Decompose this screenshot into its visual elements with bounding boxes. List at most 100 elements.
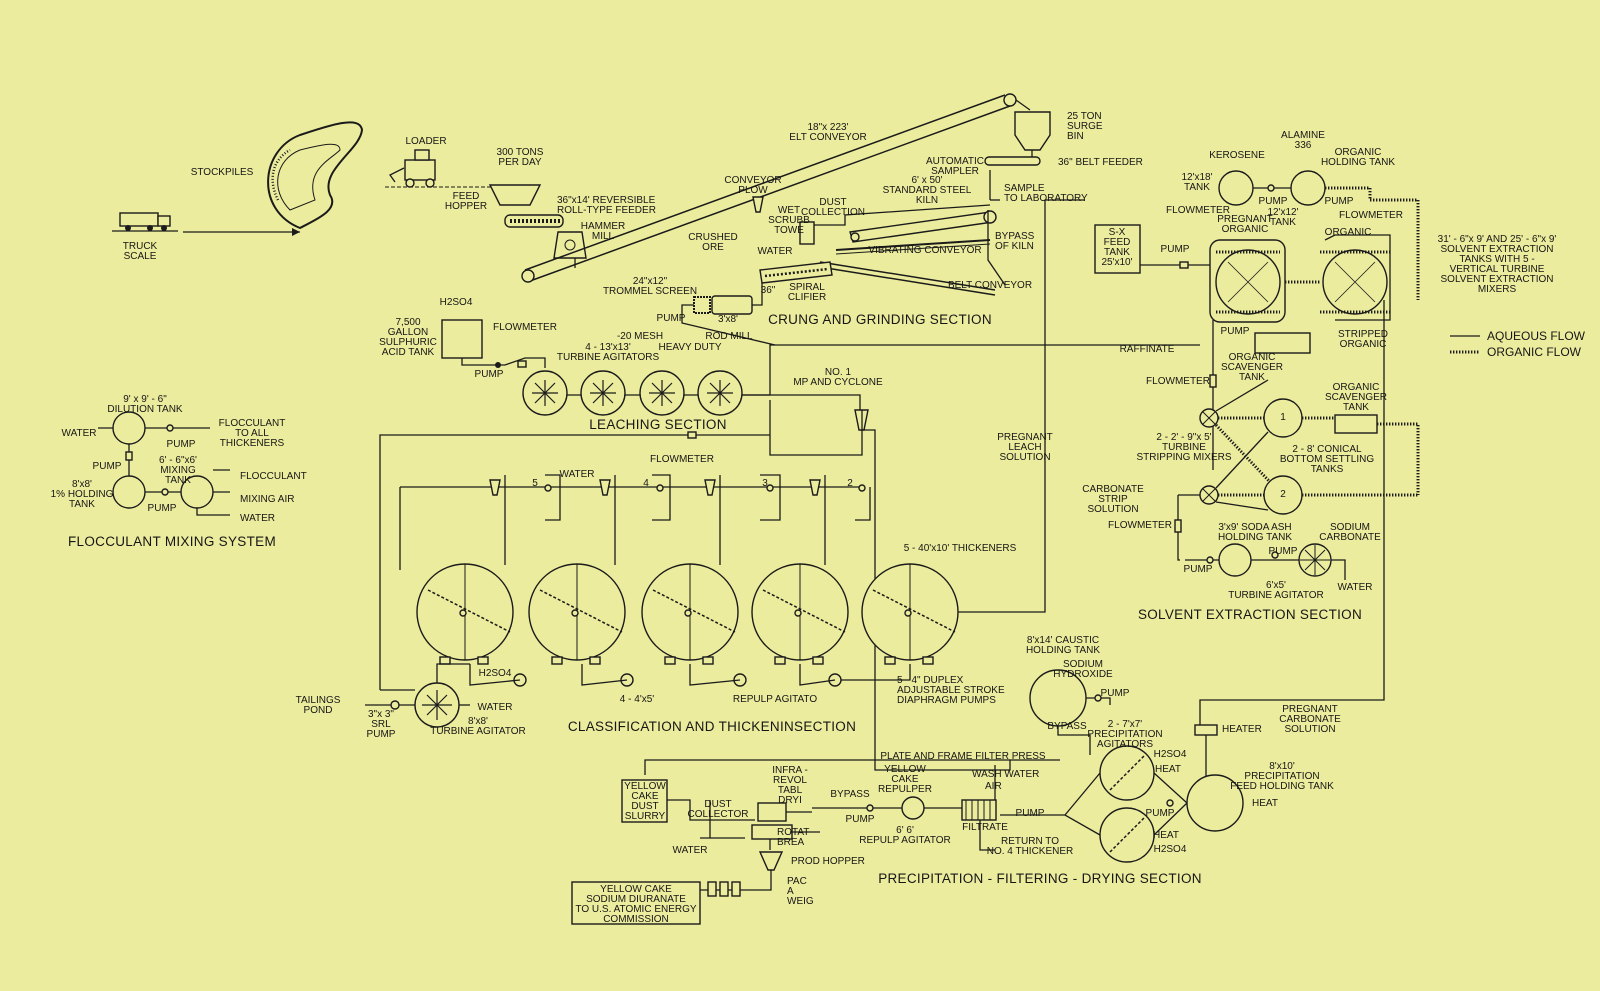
label-loader: LOADER	[405, 136, 447, 147]
label-turbine-6x5: 6'x5' TURBINE AGITATOR	[1228, 580, 1324, 601]
sx-feed-tank	[1094, 224, 1141, 274]
label-tons: 300 TONS PER DAY	[496, 147, 544, 168]
label-agitators: 4 - 13'x13' TURBINE AGITATORS	[556, 342, 660, 363]
label-sx-pump-3: PUMP	[1160, 244, 1190, 255]
label-sx-feed-tank: S-X FEED TANK 25'x10'	[1101, 227, 1133, 268]
label-kiln: 6' x 50' STANDARD STEEL KILN	[882, 175, 972, 206]
label-rod-size: 3'x8'	[718, 314, 738, 325]
label-floc-to-thickeners: FLOCCULANT TO ALL THICKENERS	[218, 418, 286, 449]
tailings-agitator	[365, 663, 470, 728]
label-pumps-4x5: 4 - 4'x5'	[619, 694, 655, 705]
label-stripped-organic: STRIPPED ORGANIC	[1337, 329, 1389, 350]
belt-conveyor-lower	[819, 261, 996, 296]
solvent-extraction	[1094, 170, 1420, 780]
label-precip-agitators: 2 - 7'x7' PRECIPITATION AGITATORS	[1087, 719, 1163, 750]
kiln	[849, 210, 997, 243]
label-repulp-agitator: REPULP AGITATO	[732, 694, 818, 705]
label-stripping-mixers: 2 - 2' - 9"x 5' TURBINE STRIPPING MIXERS	[1136, 432, 1232, 463]
label-repulp-agitator-6: 6' 6' REPULP AGITATOR	[859, 825, 951, 846]
hammer-mill	[553, 231, 587, 259]
label-packaging: PAC A WEIG	[787, 876, 814, 907]
trommel	[693, 296, 711, 314]
label-tank-12x18: 12'x18' TANK	[1181, 172, 1213, 193]
legend-organic: ORGANIC FLOW	[1487, 345, 1582, 359]
label-pregnant-organic: PREGNANT ORGANIC	[1217, 214, 1273, 235]
label-precip-pump-3: PUMP	[1145, 808, 1175, 819]
label-thickeners: 5 - 40'x10' THICKENERS	[903, 543, 1017, 554]
label-sodium-carbonate: SODIUM CARBONATE	[1319, 522, 1381, 543]
label-sodium-hydroxide: SODIUM HYDROXIDE	[1053, 659, 1113, 680]
label-kerosene: KEROSENE	[1209, 150, 1265, 161]
precipitation-section	[571, 669, 1244, 925]
label-stockpiles: STOCKPILES	[190, 167, 254, 178]
label-alamine: ALAMINE 336	[1281, 130, 1325, 151]
label-floc-pump-1: PUMP	[166, 439, 196, 450]
legend	[1450, 335, 1480, 354]
label-thickener-5: 5	[532, 478, 538, 489]
label-settler-2: 2	[1280, 489, 1286, 500]
label-srl-pump: 3"x 3" SRL PUMP	[366, 709, 396, 740]
label-sample-lab: SAMPLE TO LABORATORY	[1004, 183, 1088, 204]
surge-bin	[1014, 111, 1051, 151]
label-no1-cyclone: NO. 1 MP AND CYCLONE	[793, 367, 883, 388]
label-yellow-cake-product: YELLOW CAKE SODIUM DIURANATE TO U.S. ATO…	[575, 884, 697, 925]
section-crushing: CRUNG AND GRINDING SECTION	[768, 312, 992, 327]
label-heavy-duty: HEAVY DUTY	[658, 342, 722, 353]
label-turbine-8x8: 8'x8' TURBINE AGITATOR	[430, 716, 526, 737]
label-carbonate-strip: CARBONATE STRIP SOLUTION	[1082, 484, 1144, 515]
label-soda-ash: 3'x9' SODA ASH HOLDING TANK	[1217, 522, 1293, 543]
label-heater: HEATER	[1222, 724, 1262, 735]
label-flocculant: FLOCCULANT	[240, 471, 307, 482]
thickener-row	[416, 563, 959, 665]
label-conical-tanks: 2 - 8' CONICAL BOTTOM SETTLING TANKS	[1279, 444, 1375, 475]
label-floc-pump-3: PUMP	[147, 503, 177, 514]
label-flowmeter-1: FLOWMETER	[493, 322, 557, 333]
label-organic-scavenger-1: ORGANIC SCAVENGER TANK	[1220, 352, 1284, 383]
label-flowmeter-6: FLOWMETER	[1108, 520, 1172, 531]
label-sx-tanks: 31' - 6"x 9' AND 25' - 6"x 9' SOLVENT EX…	[1437, 234, 1557, 295]
label-36: 36"	[760, 285, 776, 296]
label-pregnant-leach: PREGNANT LEACH SOLUTION	[997, 432, 1053, 463]
label-sx-pump-6: PUMP	[1268, 546, 1298, 557]
label-precip-pump-4: PUMP	[845, 814, 875, 825]
section-solvent: SOLVENT EXTRACTION SECTION	[1137, 607, 1363, 622]
wet-scrubber	[799, 204, 991, 245]
label-thickener-2: 2	[847, 478, 853, 489]
label-rotary-breaker: ROTAT BREA	[777, 827, 810, 848]
label-spiral: SPIRAL CLIFIER	[787, 282, 827, 303]
stockpile-icon	[267, 121, 364, 230]
vibrating-conveyor	[835, 239, 991, 255]
label-floc-water: WATER	[61, 428, 97, 439]
label-bypass-2: BYPASS	[830, 789, 870, 800]
label-holding-tank: 8'x8' 1% HOLDING TANK	[50, 479, 114, 510]
label-h2so4: H2SO4	[439, 297, 473, 308]
roll-feeder	[504, 214, 564, 228]
label-dilution-tank: 9' x 9' - 6" DILUTION TANK	[107, 394, 183, 415]
label-flowmeter-4: FLOWMETER	[1339, 210, 1403, 221]
label-wash-water: WASH WATER	[972, 769, 1040, 780]
label-flowmeter-2: FLOWMETER	[650, 454, 714, 465]
label-raffinate: RAFFINATE	[1119, 344, 1175, 355]
label-pump-1: PUMP	[656, 313, 686, 324]
label-feed-hopper: FEED HOPPER	[444, 191, 488, 212]
label-sampler: AUTOMATIC SAMPLER	[926, 156, 984, 177]
feed-hopper	[488, 184, 542, 206]
label-heat-2: HEAT	[1153, 830, 1179, 841]
legend-aqueous: AQUEOUS FLOW	[1487, 329, 1586, 343]
label-heat-3: HEAT	[1252, 798, 1278, 809]
label-belt-feeder: 36" BELT FEEDER	[1058, 157, 1143, 168]
label-mixing-tank: 6' - 6"x6' MIXING TANK	[159, 455, 197, 486]
label-floc-pump-2: PUMP	[92, 461, 122, 472]
label-pump-2: PUMP	[474, 369, 504, 380]
label-roll-feeder: 36"x14' REVERSIBLE ROLL-TYPE FEEDER	[557, 195, 656, 216]
classification-header	[399, 474, 871, 570]
label-sx-pump-5: PUMP	[1183, 564, 1213, 575]
label-organic-scavenger-2: ORGANIC SCAVENGER TANK	[1324, 382, 1388, 413]
label-water-1: WATER	[757, 246, 793, 257]
label-return-no4: RETURN TO NO. 4 THICKENER	[986, 836, 1074, 857]
label-settler-1: 1	[1280, 412, 1286, 423]
label-h2so4-d: H2SO4	[1153, 844, 1187, 855]
label-organic: ORGANIC	[1324, 227, 1372, 238]
label-wet-scrubber: WET SCRUBB TOWE	[768, 205, 810, 236]
